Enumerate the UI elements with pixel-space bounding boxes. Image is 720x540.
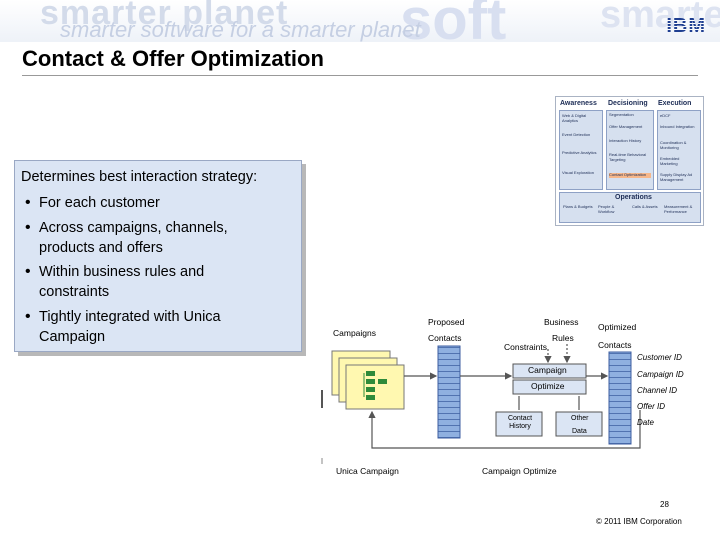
proposed-label: Proposed	[428, 317, 465, 327]
bullet-icon: •	[25, 194, 31, 211]
other-label: Other	[571, 415, 589, 422]
watermark-text: smarter software for a smarter planet	[60, 17, 421, 42]
page-number: 28	[660, 500, 669, 509]
data-label: Data	[572, 428, 587, 435]
field-label: Channel ID	[637, 386, 678, 395]
highlighted-module: Contact Optimization	[609, 172, 651, 178]
watermark-text: smarter	[600, 0, 720, 36]
unica-campaign-label: Unica Campaign	[336, 466, 399, 476]
optimized-contacts-label: Contacts	[598, 340, 632, 350]
contacts-label: Contacts	[428, 333, 462, 343]
architecture-thumbnail: Awareness Decisioning Execution Web & Di…	[555, 96, 704, 226]
watermark-text: smarter planet	[40, 0, 289, 32]
campaign-process-box	[512, 363, 587, 379]
proposed-contacts-table	[437, 345, 461, 439]
field-label: Customer ID	[637, 353, 682, 362]
constraints-label: Constraints	[504, 342, 547, 352]
other-data-store	[555, 411, 603, 437]
operations-band: Operations Plans & Budgets People & Work…	[559, 192, 701, 223]
campaign-box-label: Campaign	[528, 365, 567, 375]
field-label: Campaign ID	[637, 370, 684, 379]
optimize-process-box	[512, 379, 587, 395]
bullet-icon: •	[25, 263, 31, 280]
awareness-column: Web & Digital Analytics Event Detection …	[559, 110, 603, 190]
field-label: Offer ID	[637, 402, 666, 411]
title-divider	[22, 75, 698, 76]
arch-header: Awareness	[560, 100, 597, 107]
contact-history-label: Contact History	[507, 415, 533, 430]
ibm-logo: IBM	[666, 15, 706, 37]
strategy-lead: Determines best interaction strategy:	[21, 169, 258, 185]
page-title: Contact & Offer Optimization	[22, 46, 324, 71]
optimized-contacts-table	[608, 351, 632, 445]
header-banner: soft smarter planet smarter software for…	[0, 0, 720, 42]
business-label: Business	[544, 317, 579, 327]
decisioning-column: Segmentation Offer Management Interactio…	[606, 110, 654, 190]
bullet-icon: •	[25, 308, 31, 325]
strategy-textbox: Determines best interaction strategy: • …	[14, 160, 302, 352]
campaign-optimize-label: Campaign Optimize	[482, 466, 557, 476]
campaigns-label: Campaigns	[333, 328, 376, 338]
bullet-icon: •	[25, 219, 31, 236]
rules-label: Rules	[552, 333, 574, 343]
optimize-box-label: Optimize	[531, 381, 565, 391]
copyright: © 2011 IBM Corporation	[596, 517, 682, 526]
contact-history-store	[495, 411, 543, 437]
execution-column: eDCF Inbound Integration Coordination & …	[657, 110, 701, 190]
arch-header: Decisioning	[608, 100, 648, 107]
field-label: Date	[637, 418, 654, 427]
watermark-text: soft	[400, 0, 507, 42]
optimized-label: Optimized	[598, 322, 637, 332]
campaign-stack	[331, 350, 405, 410]
arch-header: Execution	[658, 100, 692, 107]
